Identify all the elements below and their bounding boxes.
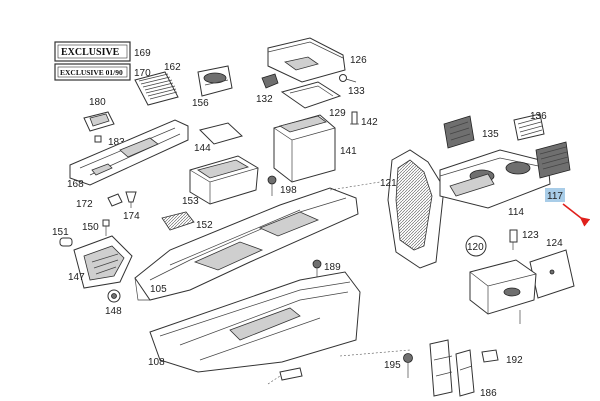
part-117-grille [535,141,571,179]
part-147-housing [73,235,133,289]
part-108-lower-console [149,271,361,373]
part-150-bolt [102,219,110,236]
label-153[interactable]: 153 [182,196,199,207]
label-189[interactable]: 189 [324,262,341,273]
exclusive-0190-badge-text: EXCLUSIVE 01/90 [60,68,123,77]
part-183-clip [94,135,102,143]
part-132-latch [261,73,279,89]
part-168-panel [69,119,189,186]
highlight-117 [545,188,565,202]
part-156-insert [197,65,233,97]
label-183[interactable]: 183 [108,137,125,148]
part-105-console [134,187,359,301]
exclusive-badge-169: EXCLUSIVE [54,41,131,62]
leader-lines [329,181,411,357]
label-129[interactable]: 129 [329,108,346,119]
label-195[interactable]: 195 [384,360,401,371]
part-141-box [273,114,336,183]
label-152[interactable]: 152 [196,220,213,231]
label-120[interactable]: 120 [467,242,484,253]
label-186[interactable]: 186 [480,388,497,399]
part-136-grille [513,113,545,141]
callout-arrow [562,203,591,227]
part-142-clip [350,111,359,125]
label-147[interactable]: 147 [68,272,85,283]
label-174[interactable]: 174 [123,211,140,222]
label-144[interactable]: 144 [194,143,211,154]
label-135[interactable]: 135 [482,129,499,140]
part-144-pad [199,122,243,145]
part-152-strip [161,211,195,231]
exclusive-badge-170: EXCLUSIVE 01/90 [54,63,131,81]
part-120-tray [469,259,537,324]
label-150[interactable]: 150 [82,222,99,233]
part-121-frame [387,149,445,269]
part-133-screw [339,74,357,83]
part-148-grommet [107,289,121,303]
part-172-clip [107,193,123,207]
part-153-box [189,155,259,205]
label-132[interactable]: 132 [256,94,273,105]
part-126-lid [267,37,346,83]
part-180-cover [83,111,115,132]
circle-label-120: 120 [465,235,487,257]
label-156[interactable]: 156 [192,98,209,109]
part-198-screw [267,175,277,196]
part-135-vent [443,115,475,149]
label-136[interactable]: 136 [530,111,547,122]
label-172[interactable]: 172 [76,199,93,210]
part-162-mat [134,71,179,106]
label-123[interactable]: 123 [522,230,539,241]
exclusive-badge-text: EXCLUSIVE [61,47,120,58]
part-123-bolt [509,229,518,250]
label-151[interactable]: 151 [52,227,69,238]
label-148[interactable]: 148 [105,306,122,317]
label-169[interactable]: 169 [134,48,151,59]
part-186-bracket [429,339,475,397]
label-180[interactable]: 180 [89,97,106,108]
label-114[interactable]: 114 [508,207,524,218]
label-162[interactable]: 162 [164,62,181,73]
label-198[interactable]: 198 [280,185,297,196]
label-141[interactable]: 141 [340,146,357,157]
label-133[interactable]: 133 [348,86,365,97]
label-142[interactable]: 142 [361,117,378,128]
label-124[interactable]: 124 [546,238,563,249]
part-124-cover [529,249,575,299]
label-121[interactable]: 121 [380,178,397,189]
label-192[interactable]: 192 [506,355,523,366]
label-126[interactable]: 126 [350,55,367,66]
label-168[interactable]: 168 [67,179,84,190]
part-151-plug [59,237,73,247]
part-201-bracket [267,367,303,385]
label-108[interactable]: 108 [148,357,165,368]
part-129-tray [280,81,342,109]
part-195-bolt [403,353,413,378]
label-170[interactable]: 170 [134,68,151,79]
part-114-console [439,149,551,209]
part-192-clip [481,349,499,363]
part-174-clip [125,191,137,208]
label-117[interactable]: 117 [547,191,563,202]
label-105[interactable]: 105 [150,284,167,295]
